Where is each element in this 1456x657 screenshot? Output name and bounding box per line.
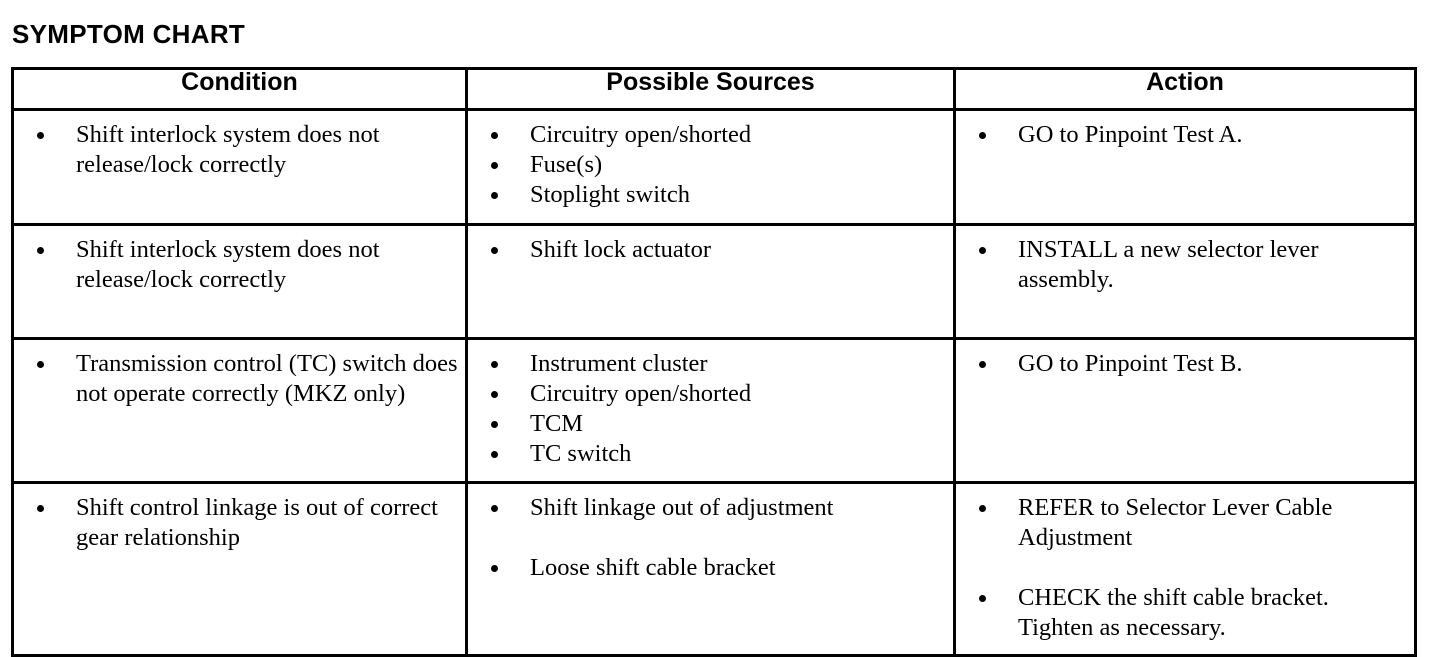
cell-condition: Shift control linkage is out of correct … <box>11 481 468 657</box>
list-item-text: Shift linkage out of adjustment <box>530 494 834 521</box>
bullet-dot-icon <box>37 505 44 512</box>
header-row: Condition Possible Sources Action <box>11 67 1417 111</box>
table-row: Shift control linkage is out of correct … <box>11 481 1417 657</box>
list-item: Transmission control (TC) switch does no… <box>20 349 459 409</box>
bullet-list-condition: Shift interlock system does not release/… <box>20 120 459 180</box>
list-item-text: Shift interlock system does not release/… <box>76 121 380 178</box>
list-item: Shift interlock system does not release/… <box>20 235 459 295</box>
list-item: Instrument cluster <box>474 349 947 379</box>
list-item-text: INSTALL a new selector lever assembly. <box>1018 236 1319 293</box>
list-item-text: Circuitry open/shorted <box>530 121 752 148</box>
list-item-text: Fuse(s) <box>530 151 603 178</box>
list-item: Circuitry open/shorted <box>474 120 947 150</box>
list-item: CHECK the shift cable bracket. Tighten a… <box>962 583 1408 643</box>
list-item-text: GO to Pinpoint Test A. <box>1018 121 1243 148</box>
list-item-text: Loose shift cable bracket <box>530 554 776 581</box>
cell-action: GO to Pinpoint Test A. <box>953 108 1417 226</box>
bullet-list-action: GO to Pinpoint Test B. <box>962 349 1408 379</box>
bullet-list-possible-sources: Shift lock actuator <box>474 235 947 265</box>
bullet-dot-icon <box>491 391 498 398</box>
list-item: INSTALL a new selector lever assembly. <box>962 235 1408 295</box>
cell-action: INSTALL a new selector lever assembly. <box>953 223 1417 340</box>
list-item-text: Shift control linkage is out of correct … <box>76 494 438 551</box>
list-item: Shift interlock system does not release/… <box>20 120 459 180</box>
symptom-chart-table: Condition Possible Sources Action Shift … <box>11 67 1417 657</box>
cell-possible-sources: Circuitry open/shorted Fuse(s) Stoplight… <box>465 108 956 226</box>
bullet-dot-icon <box>37 247 44 254</box>
table-row: Shift interlock system does not release/… <box>11 108 1417 226</box>
list-item: Stoplight switch <box>474 180 947 210</box>
list-item: GO to Pinpoint Test A. <box>962 120 1408 150</box>
column-header-possible-sources: Possible Sources <box>465 67 956 111</box>
bullet-dot-icon <box>37 132 44 139</box>
table-row: Transmission control (TC) switch does no… <box>11 337 1417 484</box>
table-header: Condition Possible Sources Action <box>11 67 1417 111</box>
bullet-list-condition: Shift control linkage is out of correct … <box>20 493 459 553</box>
symptom-chart-page: SYMPTOM CHART Condition Possible Sources… <box>11 19 1417 657</box>
bullet-dot-icon <box>491 421 498 428</box>
column-header-condition: Condition <box>11 67 468 111</box>
list-item-text: TCM <box>530 410 584 437</box>
bullet-dot-icon <box>979 247 986 254</box>
bullet-list-possible-sources: Shift linkage out of adjustment Loose sh… <box>474 493 947 583</box>
list-item-text: Circuitry open/shorted <box>530 380 752 407</box>
bullet-dot-icon <box>491 361 498 368</box>
cell-condition: Shift interlock system does not release/… <box>11 108 468 226</box>
list-item-text: REFER to Selector Lever Cable Adjustment <box>1018 494 1333 551</box>
bullet-dot-icon <box>37 361 44 368</box>
bullet-dot-icon <box>979 505 986 512</box>
list-item: TCM <box>474 409 947 439</box>
bullet-list-condition: Transmission control (TC) switch does no… <box>20 349 459 409</box>
bullet-list-condition: Shift interlock system does not release/… <box>20 235 459 295</box>
bullet-list-possible-sources: Instrument cluster Circuitry open/shorte… <box>474 349 947 469</box>
list-item: GO to Pinpoint Test B. <box>962 349 1408 379</box>
cell-action: REFER to Selector Lever Cable Adjustment… <box>953 481 1417 657</box>
bullet-list-action: GO to Pinpoint Test A. <box>962 120 1408 150</box>
cell-action: GO to Pinpoint Test B. <box>953 337 1417 484</box>
bullet-dot-icon <box>491 451 498 458</box>
bullet-list-possible-sources: Circuitry open/shorted Fuse(s) Stoplight… <box>474 120 947 210</box>
bullet-dot-icon <box>979 361 986 368</box>
list-item: Circuitry open/shorted <box>474 379 947 409</box>
list-item: Shift lock actuator <box>474 235 947 265</box>
bullet-dot-icon <box>491 162 498 169</box>
bullet-dot-icon <box>491 505 498 512</box>
list-item: Shift linkage out of adjustment <box>474 493 947 523</box>
bullet-dot-icon <box>491 565 498 572</box>
bullet-dot-icon <box>491 247 498 254</box>
cell-condition: Shift interlock system does not release/… <box>11 223 468 340</box>
page-title: SYMPTOM CHART <box>12 19 246 49</box>
list-item: Shift control linkage is out of correct … <box>20 493 459 553</box>
list-item-text: Shift interlock system does not release/… <box>76 236 380 293</box>
list-item-text: TC switch <box>530 440 632 467</box>
cell-possible-sources: Shift lock actuator <box>465 223 956 340</box>
bullet-list-action: REFER to Selector Lever Cable Adjustment… <box>962 493 1408 643</box>
list-item-text: Stoplight switch <box>530 181 690 208</box>
cell-possible-sources: Instrument cluster Circuitry open/shorte… <box>465 337 956 484</box>
table-row: Shift interlock system does not release/… <box>11 223 1417 340</box>
list-item-text: Shift lock actuator <box>530 236 711 263</box>
cell-condition: Transmission control (TC) switch does no… <box>11 337 468 484</box>
list-item-text: GO to Pinpoint Test B. <box>1018 350 1243 377</box>
bullet-dot-icon <box>491 132 498 139</box>
list-item: TC switch <box>474 439 947 469</box>
table-body: Shift interlock system does not release/… <box>11 108 1417 657</box>
list-item: Loose shift cable bracket <box>474 553 947 583</box>
bullet-dot-icon <box>979 595 986 602</box>
column-header-action: Action <box>953 67 1417 111</box>
list-item: REFER to Selector Lever Cable Adjustment <box>962 493 1408 553</box>
bullet-list-action: INSTALL a new selector lever assembly. <box>962 235 1408 295</box>
list-item-text: Instrument cluster <box>530 350 708 377</box>
list-item-text: Transmission control (TC) switch does no… <box>76 350 458 407</box>
bullet-dot-icon <box>491 192 498 199</box>
list-item-text: CHECK the shift cable bracket. Tighten a… <box>1018 584 1329 641</box>
list-item: Fuse(s) <box>474 150 947 180</box>
bullet-dot-icon <box>979 132 986 139</box>
